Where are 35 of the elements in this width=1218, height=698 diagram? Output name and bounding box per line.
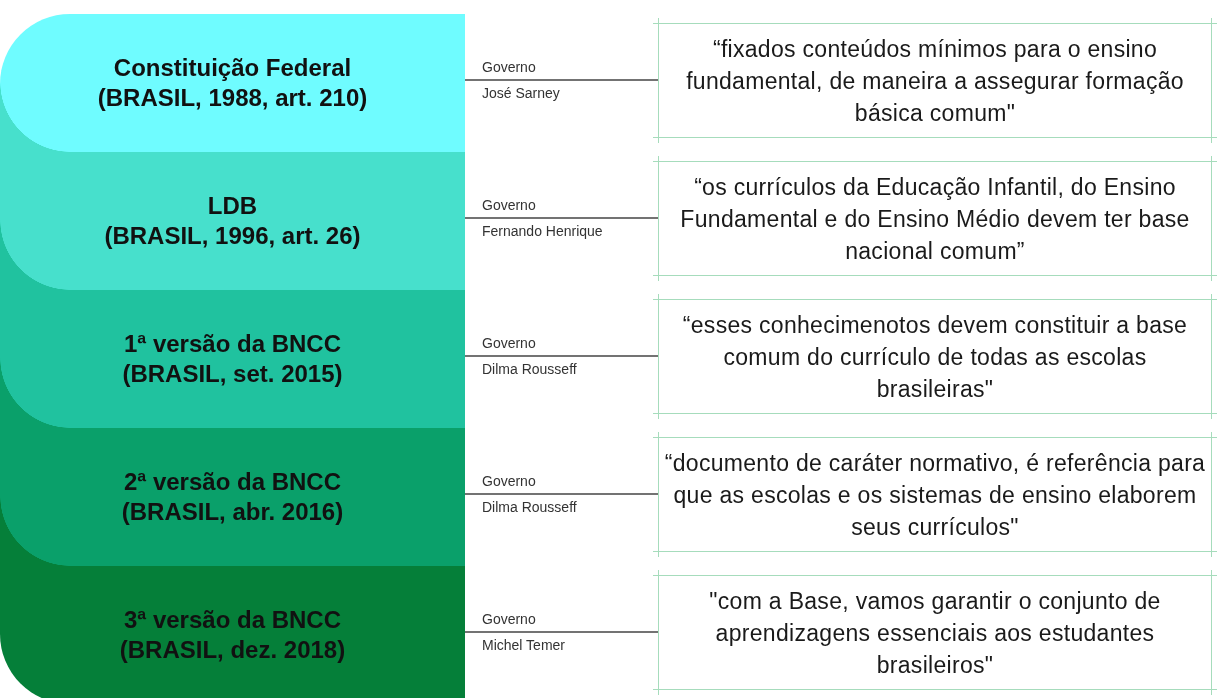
government-name: Dilma Rousseff	[482, 361, 577, 377]
government-name: Michel Temer	[482, 637, 565, 653]
timeline-band	[0, 152, 465, 290]
edge-label: Governo	[482, 59, 536, 75]
band-title: 1ª versão da BNCC	[124, 329, 341, 359]
band-title: LDB	[207, 191, 258, 221]
timeline-band	[0, 290, 465, 428]
band-title: Constituição Federal	[113, 53, 352, 83]
connector-line	[464, 493, 659, 495]
connector-line	[464, 355, 659, 357]
timeline-band	[0, 14, 465, 152]
timeline-band	[0, 566, 465, 698]
band-title: 3ª versão da BNCC	[124, 605, 341, 635]
government-name: Fernando Henrique	[482, 223, 603, 239]
quote-text: “documento de caráter normativo, é referência para que as escolas e os sistemas de ensino elaborem seus currículos"	[663, 448, 1207, 542]
government-name: Dilma Rousseff	[482, 499, 577, 515]
edge-label: Governo	[482, 611, 536, 627]
edge-label: Governo	[482, 335, 536, 351]
quote-text: “esses conhecimenotos devem constituir a base comum do currículo de todas as escolas brasileiras"	[681, 310, 1189, 404]
band-citation: (BRASIL, abr. 2016)	[121, 497, 344, 527]
band-citation: (BRASIL, dez. 2018)	[119, 635, 346, 665]
quote-text: “fixados conteúdos mínimos para o ensino fundamental, de maneira a assegurar formação básica comum"	[685, 34, 1185, 128]
band-citation: (BRASIL, 1988, art. 210)	[97, 83, 368, 113]
timeline-band	[0, 428, 465, 566]
quote-text: “os currículos da Educação Infantil, do Ensino Fundamental e do Ensino Médio devem ter base nacional comum”	[679, 172, 1191, 266]
connector-line	[464, 79, 659, 81]
edge-label: Governo	[482, 473, 536, 489]
connector-line	[464, 631, 659, 633]
band-title: 2ª versão da BNCC	[124, 467, 341, 497]
edge-label: Governo	[482, 197, 536, 213]
government-name: José Sarney	[482, 85, 560, 101]
connector-line	[464, 217, 659, 219]
band-citation: (BRASIL, 1996, art. 26)	[104, 221, 361, 251]
band-citation: (BRASIL, set. 2015)	[122, 359, 343, 389]
quote-text: "com a Base, vamos garantir o conjunto de aprendizagens essenciais aos estudantes brasileiros"	[708, 586, 1162, 680]
